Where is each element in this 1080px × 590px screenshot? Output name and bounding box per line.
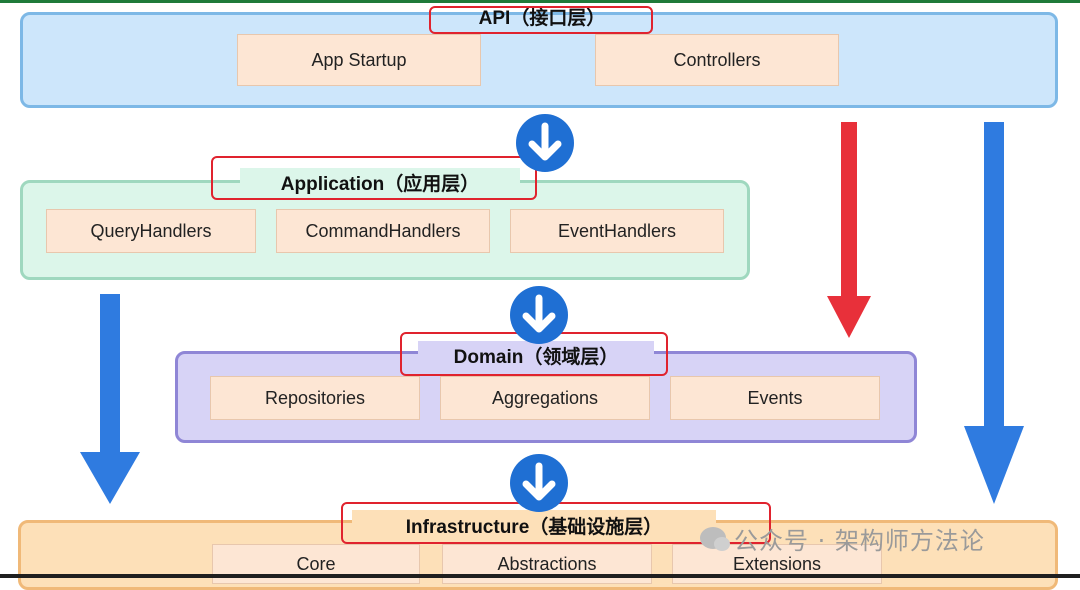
application-layer-title: Application（应用层） [240,168,520,196]
down-arrow-icon [964,122,1024,504]
api-layer-title: API（接口层） [478,7,606,29]
domain-layer-title: Domain（领域层） [418,341,654,369]
infrastructure-layer-title: Infrastructure（基础设施层） [352,510,716,540]
api-item-app-startup: App Startup [237,34,481,86]
api-item-controllers: Controllers [595,34,839,86]
infrastructure-item-core: Core [212,544,420,584]
down-arrow-circle-icon [510,454,568,512]
domain-item-repositories: Repositories [210,376,420,420]
down-arrow-icon [80,294,140,504]
domain-item-aggregations: Aggregations [440,376,650,420]
application-item-eventhandlers: EventHandlers [510,209,724,253]
domain-item-events: Events [670,376,880,420]
watermark-text: 公众号 · 架构师方法论 [734,526,985,555]
down-arrow-circle-icon [516,114,574,172]
api-layer [20,12,1058,108]
wechat-icon [700,527,730,551]
bottom-border [0,574,1080,578]
infrastructure-item-abstractions: Abstractions [442,544,652,584]
down-arrow-icon [827,122,871,338]
api-title-highlight [429,6,653,34]
watermark: 公众号 · 架构师方法论 [700,518,1050,558]
top-border [0,0,1080,3]
application-title-highlight [211,156,537,200]
down-arrow-circle-icon [510,286,568,344]
application-item-queryhandlers: QueryHandlers [46,209,256,253]
application-item-commandhandlers: CommandHandlers [276,209,490,253]
